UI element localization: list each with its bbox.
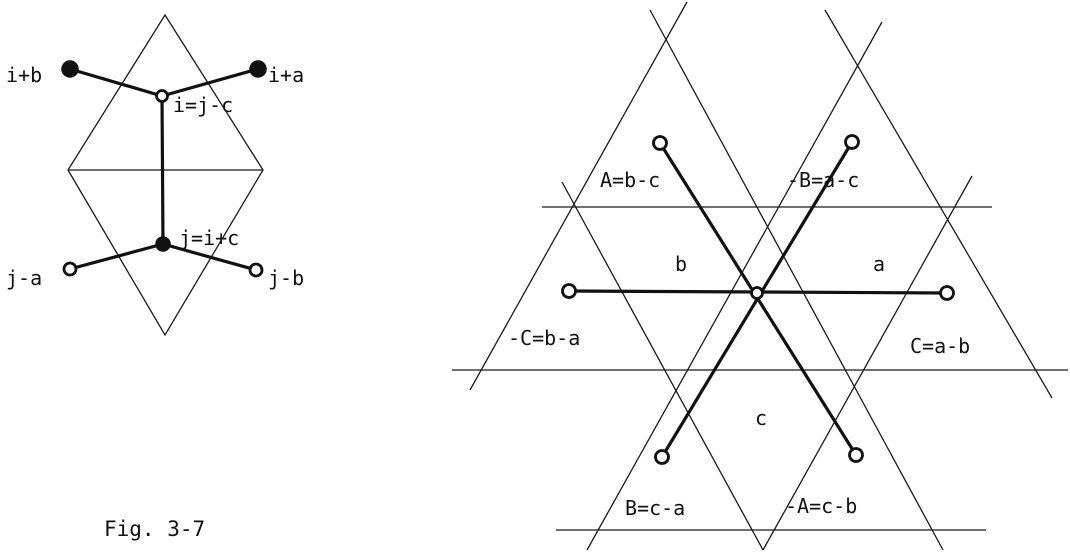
node-c-end: [939, 285, 955, 301]
node-i: [155, 89, 169, 103]
right-diagram: A=b-c -B=a-c b a -C=b-a C=a-b c B=c-a -A…: [452, 1, 1068, 551]
label-neg-B: -B=a-c: [787, 168, 859, 192]
node-j-minus-a: [62, 261, 78, 277]
node-a-end: [652, 135, 668, 151]
node-neg-a-end: [848, 447, 864, 463]
node-i-plus-b: [61, 60, 79, 78]
label-A: A=b-c: [600, 168, 660, 192]
bond-j-to-ja: [68, 242, 165, 271]
label-neg-C: -C=b-a: [508, 326, 580, 350]
label-j-eq: j=i+c: [179, 226, 239, 250]
node-i-plus-a: [249, 60, 267, 78]
lattice-line-r1: [469, 1, 688, 391]
bond-i-to-ia: [160, 67, 260, 98]
lattice-line-r2: [586, 21, 883, 551]
label-j-minus-a: j-a: [6, 266, 42, 290]
rhombus-outline: [67, 13, 264, 337]
label-C: C=a-b: [910, 334, 970, 358]
lattice-line-l1: [649, 9, 944, 551]
node-neg-b-end: [844, 134, 860, 150]
node-j-minus-b: [248, 262, 264, 278]
node-center: [750, 286, 764, 300]
label-a: a: [873, 252, 885, 276]
lattice-line-r3: [762, 175, 973, 551]
bond-i-to-j: [160, 94, 165, 246]
label-B: B=c-a: [625, 496, 685, 520]
node-b-end: [654, 449, 670, 465]
node-neg-c-end: [561, 283, 577, 299]
label-i-eq: i=j-c: [173, 93, 233, 117]
lattice-line-l2: [561, 181, 764, 551]
label-c: c: [755, 406, 767, 430]
label-i-plus-b: i+b: [6, 63, 42, 87]
label-j-minus-b: j-b: [268, 266, 304, 290]
bond-i-to-ib: [68, 67, 164, 98]
lattice-line-l3: [824, 9, 1053, 399]
node-j: [155, 236, 171, 252]
left-diagram: i+b i+a i=j-c j=i+c j-a j-b: [6, 13, 304, 337]
label-b: b: [675, 252, 687, 276]
label-i-plus-a: i+a: [268, 63, 304, 87]
label-neg-A: -A=c-b: [785, 494, 857, 518]
bond-j-to-jb: [161, 242, 258, 272]
figure-caption: Fig. 3-7: [104, 517, 205, 541]
